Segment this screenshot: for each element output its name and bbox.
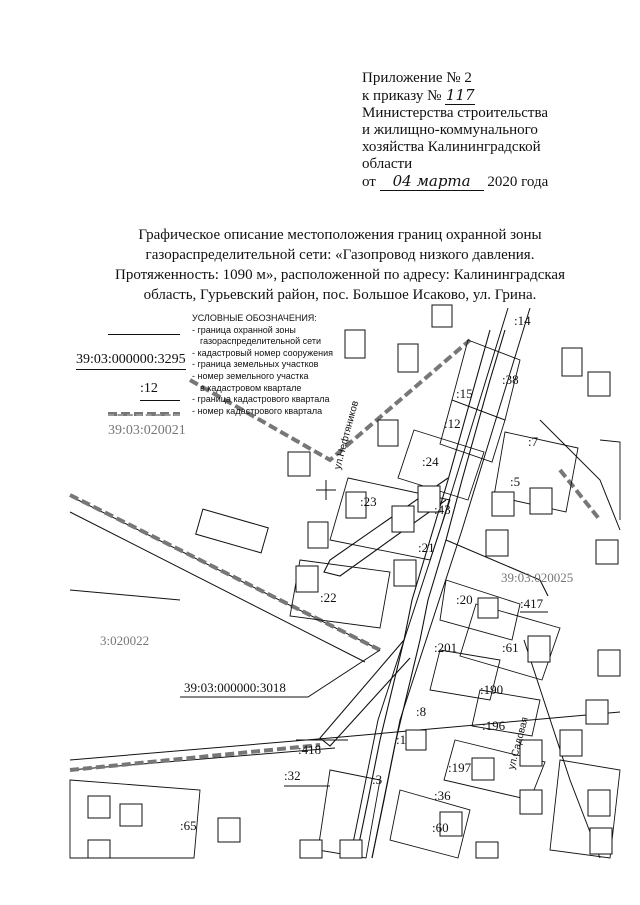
appendix-line-6: области [362, 156, 413, 172]
parcel-label: :3 [372, 772, 382, 787]
legend-item-parcel-number-b: в кадастровом квартале [200, 382, 302, 393]
legend-zone-line-sample [108, 334, 180, 335]
legend-heading: УСЛОВНЫЕ ОБОЗНАЧЕНИЯ: [192, 313, 317, 323]
parcel-label: :32 [284, 768, 301, 783]
quarter-east-label: 39:03:020025 [501, 570, 573, 585]
parcel-label: :61 [502, 640, 519, 655]
legend-item-parcel-number-a: - номер земельного участка [192, 370, 309, 381]
appendix-line-5: хозяйства Калининградской [362, 139, 541, 155]
legend: УСЛОВНЫЕ ОБОЗНАЧЕНИЯ: - граница охранной… [192, 313, 333, 417]
parcel-label: :43 [434, 502, 451, 517]
parcel-label: :190 [480, 682, 503, 697]
parcel-label: :15 [456, 386, 473, 401]
legend-item-structure: - кадастровый номер сооружения [192, 347, 333, 358]
appendix-header: Приложение № 2 к приказу № 117 Министерс… [362, 70, 632, 191]
legend-item-zone-b: газораспределительной сети [200, 336, 321, 347]
parcel-label: :417 [520, 596, 544, 611]
protective-zone [319, 329, 549, 859]
quarter-boundaries [69, 338, 602, 772]
appendix-line-3: Министерства строительства [362, 105, 549, 121]
appendix-line-4: и жилищно-коммунального [362, 122, 538, 138]
title-line-3: Протяженность: 1090 м», расположенной по… [115, 267, 565, 283]
parcel-label: :7 [528, 434, 539, 449]
parcel-label: :201 [434, 640, 457, 655]
date-prefix: от [362, 174, 376, 190]
legend-item-quarter-number: - номер кадастрового квартала [192, 405, 323, 416]
legend-parcel-sample: :12 [140, 381, 158, 396]
parcel-label: :21 [418, 540, 435, 555]
parcel-label: :14 [514, 313, 531, 328]
order-prefix: к приказу № [362, 88, 442, 104]
date-handwritten: 04 марта [379, 173, 484, 191]
appendix-line-2: к приказу № 117 [362, 87, 632, 105]
legend-item-zone-a: - граница охранной зоны [192, 324, 296, 335]
appendix-date: от 04 марта 2020 года [362, 173, 632, 191]
title-line-2: газораспределительной сети: «Газопровод … [145, 247, 535, 263]
parcel-label: :60 [432, 820, 449, 835]
legend-item-parcel-border: - граница земельных участков [192, 359, 319, 370]
parcel-label: :22 [320, 590, 337, 605]
title-line-1: Графическое описание местоположения гран… [138, 227, 542, 243]
parcel-label: :24 [422, 454, 439, 469]
structure-number: 39:03:000000:3018 [184, 680, 286, 695]
legend-cadastral-sample: 39:03:000000:3295 [76, 352, 186, 370]
appendix-line-1: Приложение № 2 [362, 70, 472, 86]
date-suffix: 2020 года [487, 174, 549, 190]
quarter-west-label: 3:020022 [100, 633, 149, 648]
parcel-label: :197 [448, 760, 472, 775]
order-number: 117 [445, 86, 476, 105]
legend-item-quarter-border: - граница кадастрового квартала [192, 394, 330, 405]
parcel-label: :38 [502, 372, 519, 387]
parcel-label: :20 [456, 592, 473, 607]
parcel-label: :36 [434, 788, 451, 803]
parcel-label: :1 [396, 732, 406, 747]
parcel-label: :65 [180, 818, 197, 833]
callout-lines [180, 611, 548, 787]
cross-marker [316, 480, 336, 500]
parcel-label: :23 [360, 494, 377, 509]
legend-quarter-line-sample [108, 414, 180, 416]
legend-quarter-sample: 39:03:020021 [108, 423, 186, 438]
parcel-label: :5 [510, 474, 520, 489]
legend-parcel-line-sample [140, 400, 180, 401]
parcel-label: :196 [482, 718, 506, 733]
parcel-label: :12 [444, 416, 461, 431]
parcel-label: :418 [298, 742, 321, 757]
title-line-4: область, Гурьевский район, пос. Большое … [143, 287, 537, 303]
document-title: Графическое описание местоположения гран… [70, 225, 610, 305]
buildings [87, 304, 621, 859]
parcel-label: :8 [416, 704, 426, 719]
